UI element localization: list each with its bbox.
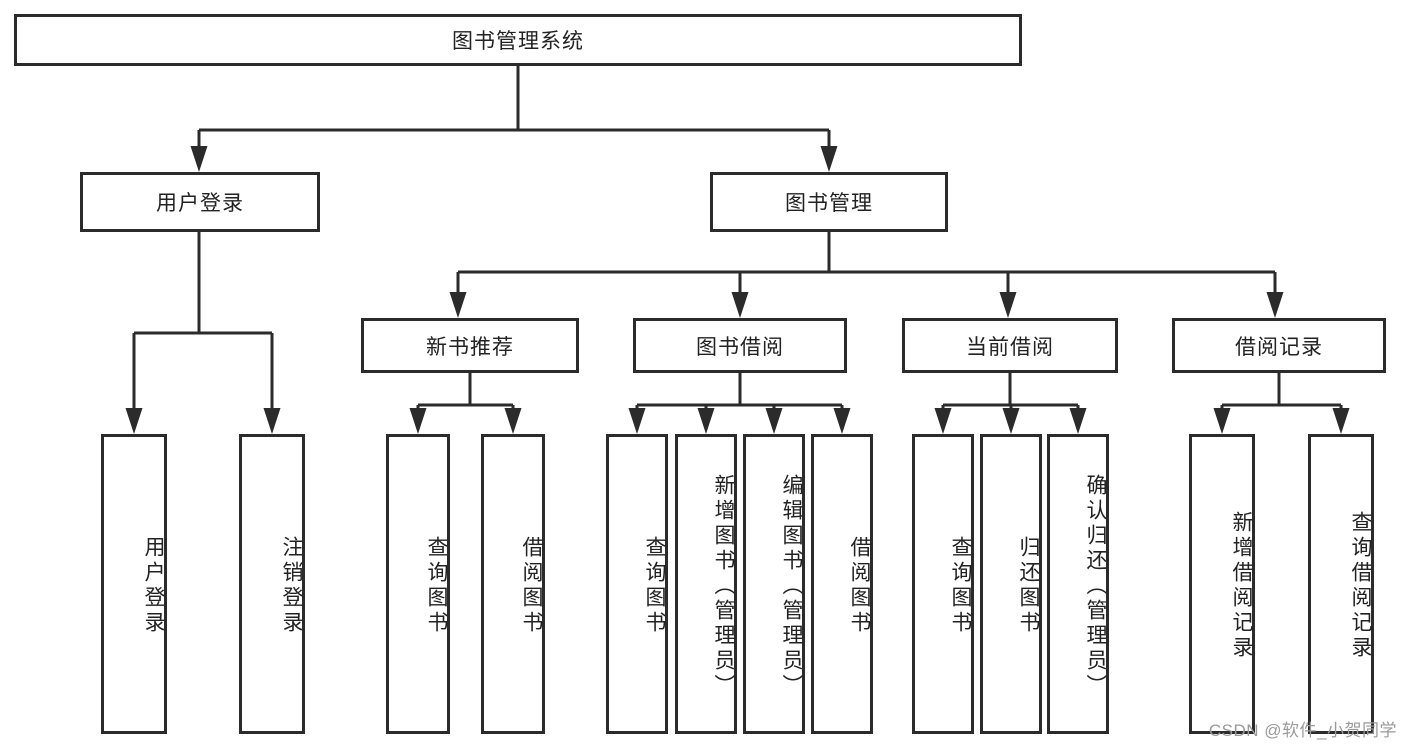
leaf-node-3[interactable]: 借阅图书 bbox=[481, 434, 545, 734]
level3-node-label: 新书推荐 bbox=[426, 335, 514, 359]
level3-node-label: 当前借阅 bbox=[966, 335, 1054, 359]
connector-arrowhead-2 bbox=[449, 292, 467, 318]
leaf-node-label: 查询图书 bbox=[425, 536, 448, 636]
leaf-node-10[interactable]: 确认归还（管理员） bbox=[1047, 434, 1109, 734]
connector-arrowhead-14 bbox=[934, 408, 952, 434]
level3-node-3[interactable]: 借阅记录 bbox=[1172, 318, 1386, 373]
leaf-node-label: 新增图书（管理员） bbox=[712, 473, 735, 699]
connector-arrowhead-7 bbox=[263, 408, 281, 434]
level2-node-0[interactable]: 用户登录 bbox=[80, 172, 320, 232]
leaf-node-12[interactable]: 查询借阅记录 bbox=[1308, 434, 1374, 734]
connector-arrowhead-12 bbox=[765, 408, 783, 434]
watermark-label: CSDN @软件_小贺同学 bbox=[1208, 721, 1397, 740]
level2-node-1[interactable]: 图书管理 bbox=[710, 172, 948, 232]
level2-node-label: 用户登录 bbox=[156, 192, 244, 215]
connector-arrowhead-17 bbox=[1213, 408, 1231, 434]
connector-arrowhead-3 bbox=[731, 292, 749, 318]
level3-node-1[interactable]: 图书借阅 bbox=[633, 318, 847, 373]
connector-arrowhead-18 bbox=[1332, 408, 1350, 434]
leaf-node-0[interactable]: 用户登录 bbox=[101, 434, 167, 734]
leaf-node-label: 编辑图书（管理员） bbox=[780, 473, 803, 699]
leaf-node-11[interactable]: 新增借阅记录 bbox=[1189, 434, 1255, 734]
connector-arrowhead-11 bbox=[697, 408, 715, 434]
level2-node-label: 图书管理 bbox=[785, 192, 873, 215]
connector-arrowhead-6 bbox=[125, 408, 143, 434]
leaf-node-label: 查询借阅记录 bbox=[1349, 511, 1372, 661]
leaf-node-label: 新增借阅记录 bbox=[1230, 511, 1253, 661]
leaf-node-label: 查询图书 bbox=[643, 536, 666, 636]
connector-arrowhead-16 bbox=[1069, 408, 1087, 434]
leaf-node-1[interactable]: 注销登录 bbox=[239, 434, 305, 734]
leaf-node-label: 归还图书 bbox=[1017, 536, 1040, 636]
leaf-node-9[interactable]: 归还图书 bbox=[980, 434, 1042, 734]
leaf-node-8[interactable]: 查询图书 bbox=[912, 434, 974, 734]
leaf-node-6[interactable]: 编辑图书（管理员） bbox=[743, 434, 805, 734]
leaf-node-label: 查询图书 bbox=[949, 536, 972, 636]
connector-arrowhead-9 bbox=[504, 408, 522, 434]
level3-node-0[interactable]: 新书推荐 bbox=[361, 318, 579, 373]
leaf-node-5[interactable]: 新增图书（管理员） bbox=[675, 434, 737, 734]
connector-arrowhead-5 bbox=[1266, 292, 1284, 318]
level3-node-2[interactable]: 当前借阅 bbox=[902, 318, 1118, 373]
leaf-node-2[interactable]: 查询图书 bbox=[386, 434, 450, 734]
leaf-node-label: 借阅图书 bbox=[520, 536, 543, 636]
level3-node-label: 借阅记录 bbox=[1235, 335, 1323, 359]
root-node-label: 图书管理系统 bbox=[452, 30, 584, 53]
connector-arrowhead-13 bbox=[833, 408, 851, 434]
leaf-node-4[interactable]: 查询图书 bbox=[606, 434, 668, 734]
connector-arrowhead-1 bbox=[820, 146, 838, 172]
level3-node-label: 图书借阅 bbox=[696, 335, 784, 359]
connector-arrowhead-8 bbox=[409, 408, 427, 434]
leaf-node-label: 用户登录 bbox=[142, 536, 165, 636]
connector-arrowhead-15 bbox=[1002, 408, 1020, 434]
connector-arrowhead-4 bbox=[999, 292, 1017, 318]
root-node-0[interactable]: 图书管理系统 bbox=[14, 14, 1022, 66]
leaf-node-label: 注销登录 bbox=[280, 536, 303, 636]
leaf-node-label: 确认归还（管理员） bbox=[1084, 473, 1107, 699]
leaf-node-label: 借阅图书 bbox=[848, 536, 871, 636]
connector-arrowhead-10 bbox=[628, 408, 646, 434]
connector-arrowhead-0 bbox=[190, 146, 208, 172]
leaf-node-7[interactable]: 借阅图书 bbox=[811, 434, 873, 734]
